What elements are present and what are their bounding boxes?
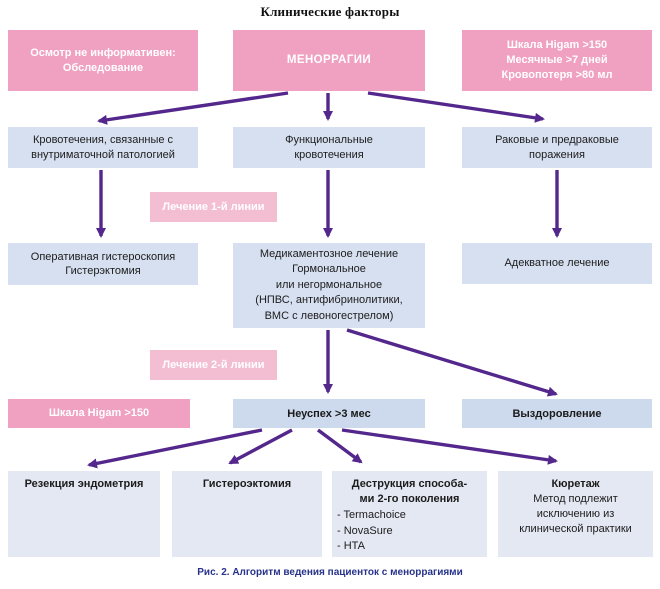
node-hysterectomy: Гистероэктомия (172, 471, 322, 557)
page-title: Клинические факторы (260, 4, 400, 19)
node-higam-scale: Шкала Higam >150 (8, 399, 190, 428)
node-text-line: Гормональное (292, 263, 366, 276)
node-cancer-lesions: Раковые и предраковые поражения (462, 127, 652, 168)
node-title: Резекция эндометрия (24, 478, 144, 490)
node-text-line: Гистерэктомия (65, 265, 141, 277)
label-first-line-treatment: Лечение 1-й линии (150, 192, 277, 222)
label-second-line-treatment: Лечение 2-й линии (150, 350, 277, 380)
node-menorrhagia: МЕНОРРАГИИ (233, 30, 425, 91)
node-title: ми 2-го поколения (359, 493, 460, 505)
node-text-line: Кровотечения, связанные с (32, 134, 174, 146)
figure-caption: Рис. 2. Алгоритм ведения пациенток с мен… (197, 567, 463, 578)
arrow-menorrhagia-to-intrauterine (97, 91, 289, 125)
node-title: Гистероэктомия (202, 478, 292, 490)
method-list: - Termachoice - NovaSure - HTA (332, 508, 406, 555)
node-text-line: Оперативная гистероскопия (30, 250, 176, 263)
node-operative-hysteroscopy: Оперативная гистероскопия Гистерэктомия (8, 243, 198, 285)
node-text-line: или негормональное (275, 278, 383, 291)
node-text-line: Шкала Higam >150 (506, 39, 608, 51)
node-intrauterine-bleeding: Кровотечения, связанные с внутриматочной… (8, 127, 198, 168)
arrow-failure-to-destruction (316, 428, 363, 464)
node-title: Деструкция способа- (351, 478, 468, 490)
node-medication-treatment: Медикаментозное лечение Гормональное или… (233, 243, 425, 328)
list-item: - NovaSure (337, 524, 393, 537)
node-text-line: Неуспех >3 мес (287, 407, 371, 420)
node-text-line: внутриматочной патологией (31, 148, 175, 161)
list-item: - Termachoice (337, 509, 406, 521)
label-text: Лечение 2-й линии (162, 359, 265, 371)
node-text-line: Кровопотеря >80 мл (501, 69, 613, 81)
node-text-line: Осмотр не информативен: (30, 46, 176, 59)
arrow-menorrhagia-to-cancer (367, 91, 545, 123)
node-text-line: ВМС с левоногестрелом) (264, 309, 394, 322)
list-item: - HTA (337, 540, 365, 552)
node-text-line: Раковые и предраковые (495, 134, 619, 146)
node-text-line: МЕНОРРАГИИ (286, 54, 372, 66)
node-text-line: Функциональные (285, 134, 373, 146)
node-title: Кюретаж (551, 478, 600, 490)
node-adequate-treatment: Адекватное лечение (462, 243, 652, 284)
node-text-line: кровотечения (294, 148, 364, 161)
node-text-line: Выздоровление (512, 407, 602, 420)
node-recovery: Выздоровление (462, 399, 652, 428)
node-endometrial-resection: Резекция эндометрия (8, 471, 160, 557)
node-text-line: Обследование (62, 61, 144, 74)
arrow-medication-to-recovery (346, 328, 558, 397)
node-text-line: Адекватное лечение (504, 257, 610, 270)
node-criteria: Шкала Higam >150 Месячные >7 дней Кровоп… (462, 30, 652, 91)
arrow-failure-to-curettage (341, 428, 558, 465)
node-text-line: Месячные >7 дней (506, 54, 608, 66)
node-curettage: Кюретаж Метод подлежит исключению из кли… (498, 471, 653, 557)
node-text-line: Шкала Higam >150 (48, 407, 150, 419)
label-text: Лечение 1-й линии (162, 201, 265, 213)
arrow-failure-to-resection (87, 428, 263, 469)
node-text-line: поражения (529, 148, 585, 161)
node-text-line: клинической практики (519, 523, 632, 535)
node-text-line: Метод подлежит (533, 493, 618, 505)
node-failure-3-months: Неуспех >3 мес (233, 399, 425, 428)
node-second-gen-destruction: Деструкция способа- ми 2-го поколения - … (332, 471, 487, 557)
node-text-line: (НПВС, антифибринолитики, (255, 294, 403, 307)
node-text-line: Медикаментозное лечение (259, 247, 399, 260)
node-text-line: исключению из (536, 508, 615, 520)
node-functional-bleeding: Функциональные кровотечения (233, 127, 425, 168)
arrow-failure-to-hysterectomy (228, 428, 293, 465)
node-exam-not-informative: Осмотр не информативен: Обследование (8, 30, 198, 91)
